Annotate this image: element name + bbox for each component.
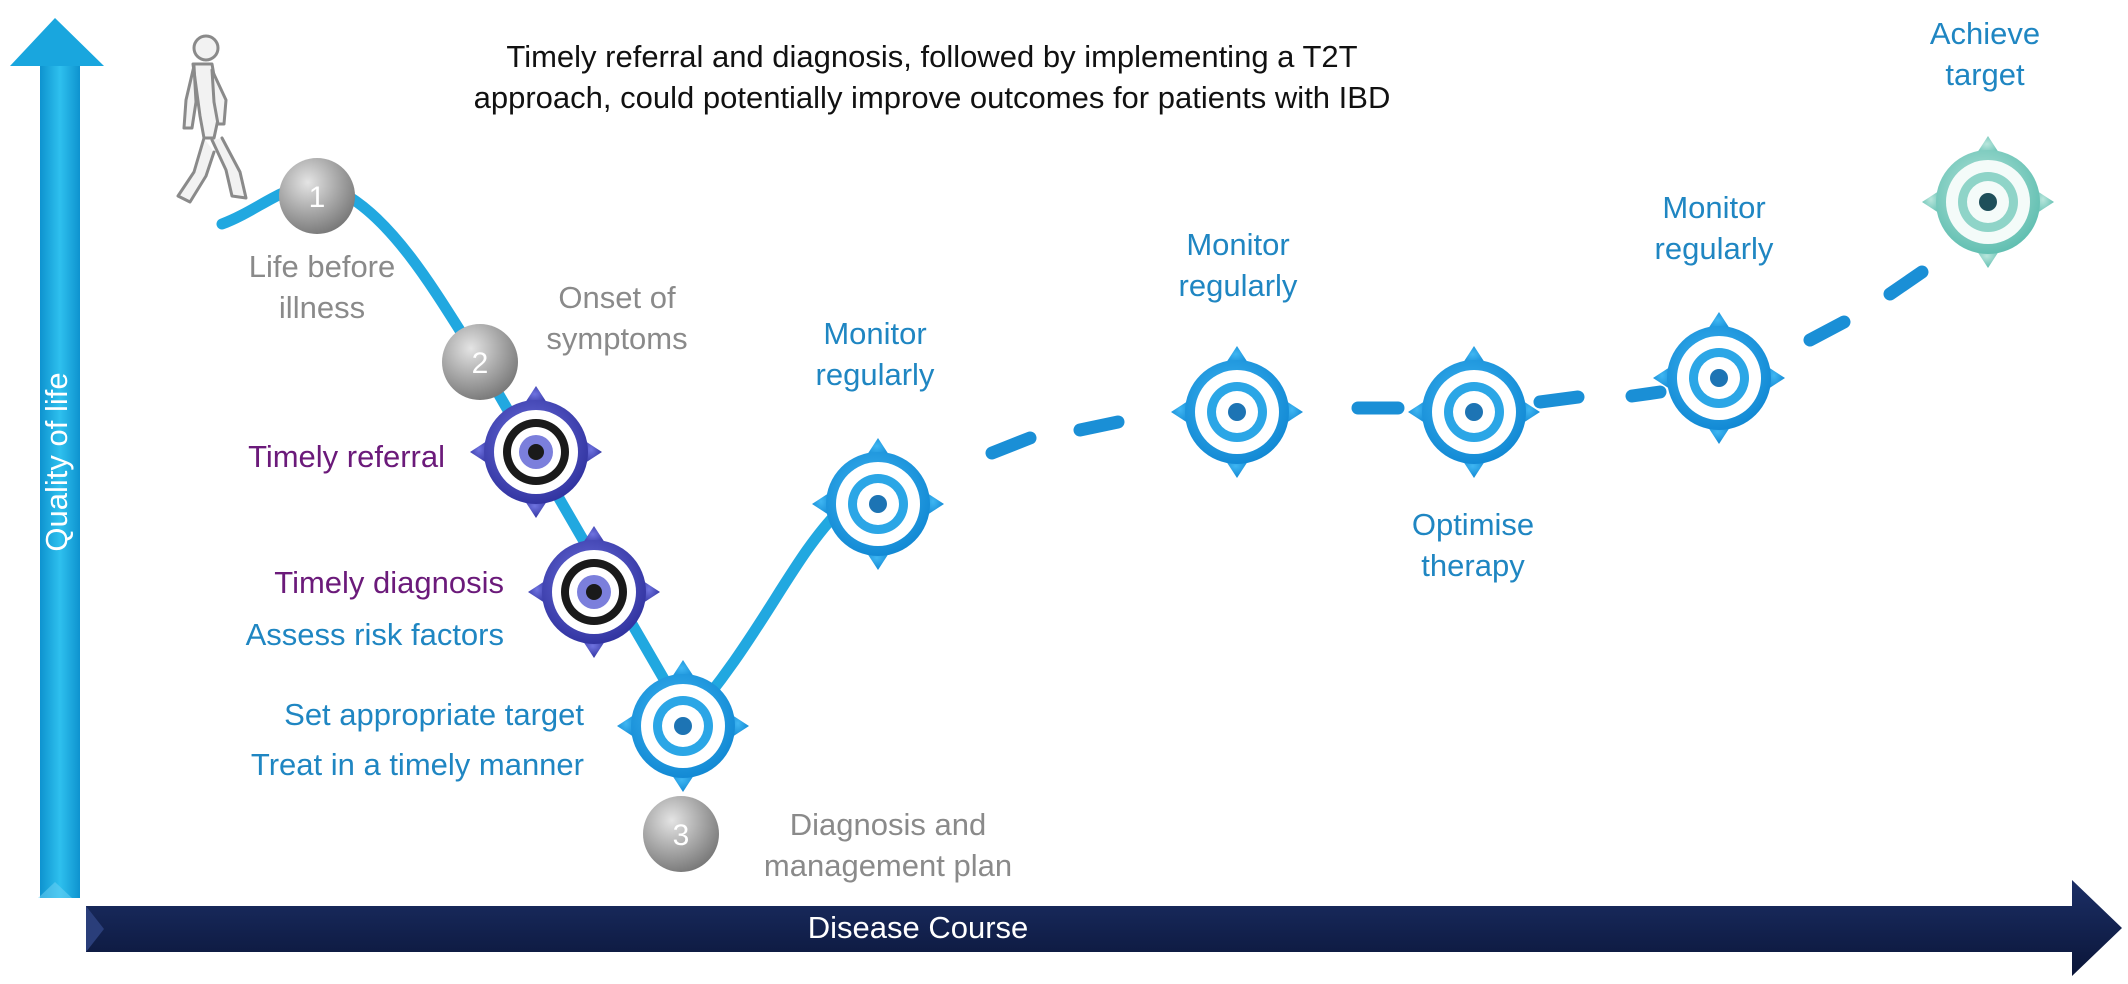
label-monitor-regularly-3a: Monitor [1662, 190, 1765, 225]
label-timely-referral: Timely referral [248, 439, 445, 474]
label-monitor-regularly-2b: regularly [1179, 268, 1298, 303]
x-axis [86, 880, 2122, 976]
label-monitor-regularly-3b: regularly [1655, 231, 1774, 266]
diagram-title-line-2: approach, could potentially improve outc… [474, 80, 1391, 115]
label-optimise-therapy-b: therapy [1421, 548, 1525, 583]
label-assess-risk-factors: Assess risk factors [246, 617, 504, 652]
label-life-before-illness-2: illness [279, 290, 365, 325]
milestone-number: 3 [673, 819, 690, 852]
y-axis [10, 18, 104, 898]
milestone-number: 2 [472, 347, 489, 380]
diagram-title-line-1: Timely referral and diagnosis, followed … [506, 39, 1357, 74]
label-monitor-regularly-1a: Monitor [823, 316, 926, 351]
label-timely-diagnosis: Timely diagnosis [274, 565, 504, 600]
label-treat-timely: Treat in a timely manner [251, 747, 584, 782]
target-icon [470, 386, 602, 518]
target-icon [1653, 312, 1785, 444]
label-achieve-target-b: target [1945, 57, 2025, 92]
target-icon [1922, 136, 2054, 268]
label-set-appropriate-target: Set appropriate target [284, 697, 584, 732]
target-icon [1408, 346, 1540, 478]
milestone-number: 1 [309, 181, 326, 214]
milestone-ball-3: 3 [643, 796, 719, 872]
label-optimise-therapy-a: Optimise [1412, 507, 1534, 542]
monitoring-dashed-path [985, 265, 1929, 460]
milestone-ball-2: 2 [442, 324, 518, 400]
target-icon [528, 526, 660, 658]
label-onset-of-symptoms-1: Onset of [558, 280, 676, 315]
milestone-ball-1: 1 [279, 158, 355, 234]
label-diagnosis-plan-1: Diagnosis and [790, 807, 986, 842]
label-monitor-regularly-2a: Monitor [1186, 227, 1289, 262]
label-monitor-regularly-1b: regularly [816, 357, 935, 392]
target-icon [1171, 346, 1303, 478]
label-diagnosis-plan-2: management plan [764, 848, 1012, 883]
y-axis-label: Quality of life [39, 372, 74, 551]
x-axis-label: Disease Course [808, 910, 1029, 945]
label-onset-of-symptoms-2: symptoms [546, 321, 687, 356]
target-icon [617, 660, 749, 792]
label-life-before-illness-1: Life before [249, 249, 396, 284]
walking-person-icon [176, 34, 248, 204]
target-icon [812, 438, 944, 570]
label-achieve-target-a: Achieve [1930, 16, 2040, 51]
